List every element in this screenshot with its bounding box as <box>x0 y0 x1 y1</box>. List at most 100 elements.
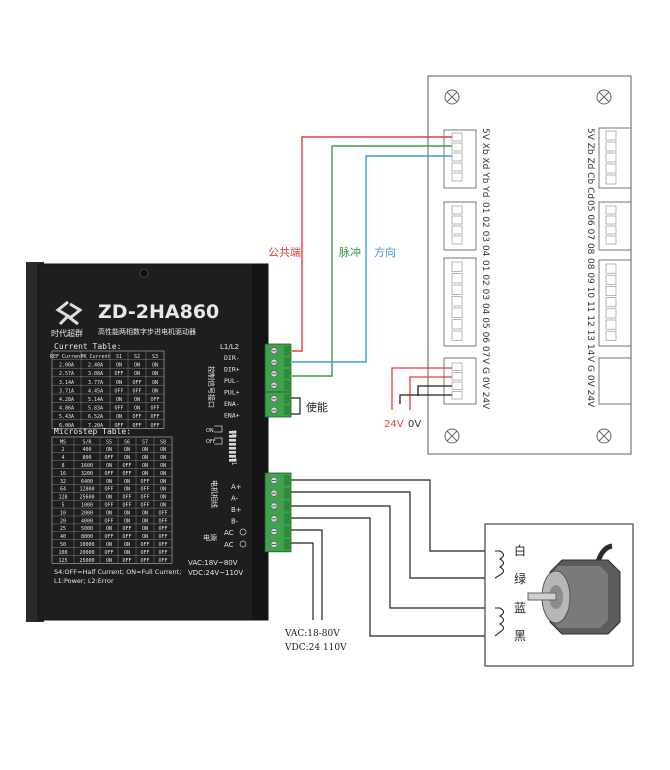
dip-switch-lever[interactable] <box>229 443 236 446</box>
table-header-cell: S5 <box>106 439 112 445</box>
table-cell: OFF <box>140 479 149 485</box>
motor-pin-label: A+ <box>231 483 242 491</box>
board-pin[interactable] <box>451 330 463 341</box>
table-cell: OFF <box>104 503 113 509</box>
dip-switch-lever[interactable] <box>229 447 236 450</box>
motor-pin-label: B+ <box>231 506 242 514</box>
signal-terminal[interactable] <box>284 380 291 391</box>
board-pin[interactable] <box>451 152 463 162</box>
board-pin[interactable] <box>605 263 617 274</box>
vdc-spec: VDC:24V~110V <box>188 569 243 577</box>
board-pin[interactable] <box>451 261 463 272</box>
board-pin[interactable] <box>451 273 463 284</box>
board-pin[interactable] <box>451 296 463 307</box>
board-pin[interactable] <box>605 319 617 330</box>
dip-label-off: OFF <box>206 439 216 445</box>
motor-terminal[interactable] <box>284 513 291 525</box>
table-cell: OFF <box>140 503 149 509</box>
screw-icon <box>444 428 460 444</box>
board-pin[interactable] <box>605 308 617 319</box>
board-pin[interactable] <box>451 235 463 245</box>
signal-terminal[interactable] <box>284 369 291 379</box>
table-cell: ON <box>116 397 122 403</box>
table-cell: 2.57A <box>59 371 74 377</box>
power-wires-board <box>391 367 452 410</box>
table-cell: 8000 <box>81 534 93 540</box>
board-pin[interactable] <box>605 163 617 174</box>
current-table: REF Current2.00A2.57A3.14A3.71A4.28A4.86… <box>50 350 165 429</box>
dip-switch-lever[interactable] <box>229 459 236 462</box>
dip-switch-lever[interactable] <box>229 435 236 438</box>
table-cell: OFF <box>104 534 113 540</box>
board-pin[interactable] <box>605 141 617 152</box>
board-pin[interactable] <box>451 391 463 400</box>
signal-pin-label: ENA- <box>224 400 240 408</box>
wire-direction <box>292 155 452 363</box>
signal-pin-label: PUL+ <box>224 389 240 397</box>
board-pin[interactable] <box>451 372 463 381</box>
board-pin[interactable] <box>605 297 617 308</box>
signal-terminal[interactable] <box>284 346 291 356</box>
motor-terminal[interactable] <box>284 500 291 512</box>
board-pin[interactable] <box>451 362 463 371</box>
table-cell: ON <box>160 479 166 485</box>
board-pin[interactable] <box>605 225 617 235</box>
dip-switch-lever[interactable] <box>229 455 236 458</box>
connector-in-8-14 <box>598 259 632 347</box>
dip-switch-lever[interactable] <box>229 451 236 454</box>
table-cell: 400 <box>82 447 91 453</box>
board-pin[interactable] <box>451 215 463 225</box>
motor-terminal[interactable] <box>284 539 291 550</box>
table-header-cell: S8 <box>160 439 166 445</box>
screw-icon <box>444 89 460 105</box>
motor-terminal[interactable] <box>284 526 291 537</box>
enable-terminal[interactable] <box>284 405 291 416</box>
motor-terminal[interactable] <box>284 475 291 486</box>
model-title: ZD-2HA860 <box>98 301 219 323</box>
enable-terminal[interactable] <box>284 394 291 404</box>
dip-switch-lever[interactable] <box>229 431 236 434</box>
dip-switch-lever[interactable] <box>229 439 236 442</box>
signal-terminal[interactable] <box>284 357 291 368</box>
board-pin[interactable] <box>451 225 463 235</box>
table-cell: ON <box>116 363 122 369</box>
table-cell: 64 <box>60 487 66 493</box>
table-cell: ON <box>116 414 122 420</box>
table-cell: 12800 <box>79 487 94 493</box>
table-cell: 3.14A <box>59 380 74 386</box>
board-pin[interactable] <box>451 319 463 330</box>
motor-terminal[interactable] <box>284 487 291 499</box>
table-cell: OFF <box>132 380 141 386</box>
board-pin[interactable] <box>605 286 617 296</box>
table-cell: ON <box>106 542 112 548</box>
board-pin[interactable] <box>605 152 617 163</box>
table-cell: OFF <box>140 495 149 501</box>
table-cell: ON <box>160 463 166 469</box>
board-pin[interactable] <box>451 205 463 215</box>
wire-common <box>292 136 452 352</box>
table-cell: OFF <box>114 388 123 394</box>
table-cell: OFF <box>122 534 131 540</box>
board-pin[interactable] <box>605 274 617 285</box>
board-pin[interactable] <box>451 284 463 295</box>
board-pin[interactable] <box>451 132 463 142</box>
board-pin[interactable] <box>605 330 617 341</box>
board-pin[interactable] <box>451 172 463 182</box>
board-pin[interactable] <box>605 235 617 245</box>
board-pin[interactable] <box>605 130 617 141</box>
board-pin[interactable] <box>451 381 463 390</box>
table-cell: 100 <box>58 550 67 556</box>
board-pin[interactable] <box>605 205 617 215</box>
board-pin[interactable] <box>605 174 617 185</box>
dip-switch[interactable] <box>229 431 236 462</box>
board-pin[interactable] <box>451 162 463 172</box>
ground-symbol-icon <box>239 540 247 548</box>
table-cell: ON <box>152 371 158 377</box>
board-pin[interactable] <box>451 142 463 152</box>
board-pin[interactable] <box>451 307 463 318</box>
brand-name: 时代超群 <box>51 328 83 338</box>
board-label-right-4: V G 0V 24V <box>585 356 595 408</box>
table-cell: OFF <box>150 397 159 403</box>
board-pin[interactable] <box>605 215 617 225</box>
